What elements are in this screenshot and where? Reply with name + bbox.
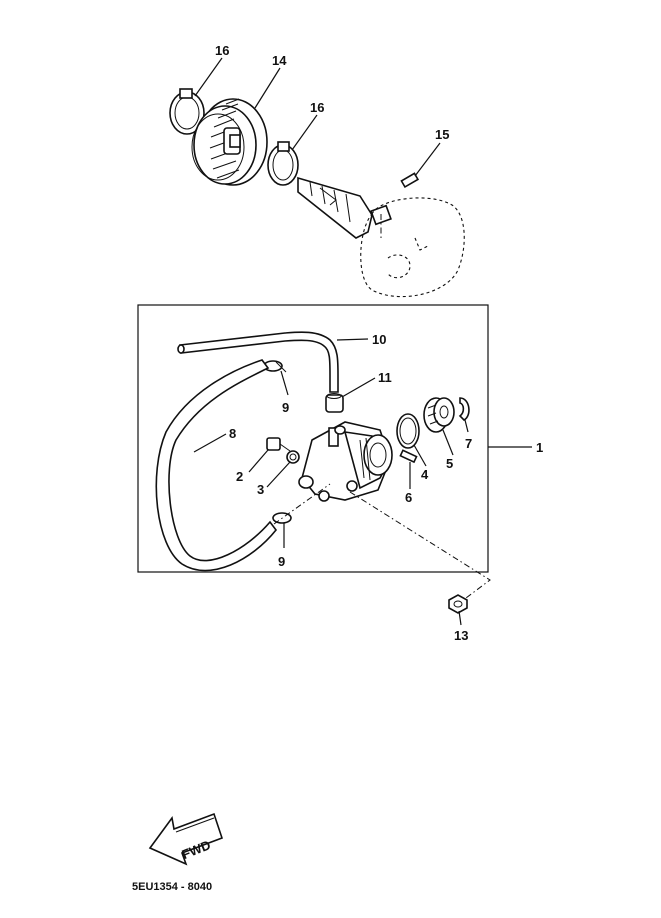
circlip-7: [458, 397, 470, 421]
leader-15: [414, 142, 441, 177]
leader-8: [193, 433, 227, 453]
alignment-line-right: [349, 491, 491, 599]
leader-2: [248, 449, 269, 473]
pin-6: [399, 449, 418, 464]
bolt-2: [266, 437, 291, 452]
leader-16-left: [194, 57, 223, 97]
leader-5: [442, 429, 454, 456]
callout-16-right: 16: [310, 100, 324, 115]
callout-1: 1: [536, 440, 543, 455]
pulley-gear-14: [191, 98, 268, 186]
gear-5: [423, 397, 455, 433]
collar-11: [325, 393, 344, 413]
hose-8: [155, 359, 278, 572]
leader-11: [341, 377, 376, 398]
callout-10: 10: [372, 332, 386, 347]
crankcase-cover-outline: [360, 197, 465, 298]
leader-3: [266, 461, 291, 488]
drawing-code: 5EU1354 - 8040: [132, 881, 212, 893]
leader-9-upper: [280, 370, 289, 396]
drive-shaft: [297, 176, 392, 239]
assembly-box: [137, 304, 489, 573]
callout-9-lower: 9: [278, 554, 285, 569]
callout-13: 13: [454, 628, 468, 643]
leader-10: [336, 338, 369, 341]
callout-6: 6: [405, 490, 412, 505]
leader-14: [254, 67, 281, 109]
callout-11: 11: [378, 370, 392, 385]
alignment-line-left: [273, 483, 331, 525]
circlip-left: [169, 88, 205, 135]
callout-16-left: 16: [215, 43, 229, 58]
circlip-right: [267, 141, 299, 186]
fwd-arrow-icon: FWD: [148, 812, 224, 866]
leader-16-right: [291, 114, 318, 151]
callout-7: 7: [465, 436, 472, 451]
callout-15: 15: [435, 127, 449, 142]
callout-14: 14: [272, 53, 287, 68]
leader-4: [413, 444, 427, 467]
bolt-13: [448, 594, 468, 614]
callout-9-upper: 9: [282, 400, 289, 415]
callout-3: 3: [257, 482, 264, 497]
callout-5: 5: [446, 456, 453, 471]
pipe-10: [177, 331, 339, 393]
leader-13: [458, 610, 462, 626]
callout-4: 4: [421, 467, 429, 482]
callout-8: 8: [229, 426, 236, 441]
spring-3: [286, 450, 300, 464]
pin-15: [400, 172, 420, 189]
leader-7: [464, 419, 469, 433]
oring-4: [396, 413, 420, 449]
oil-pump-body: [298, 421, 393, 502]
callout-2: 2: [236, 469, 243, 484]
